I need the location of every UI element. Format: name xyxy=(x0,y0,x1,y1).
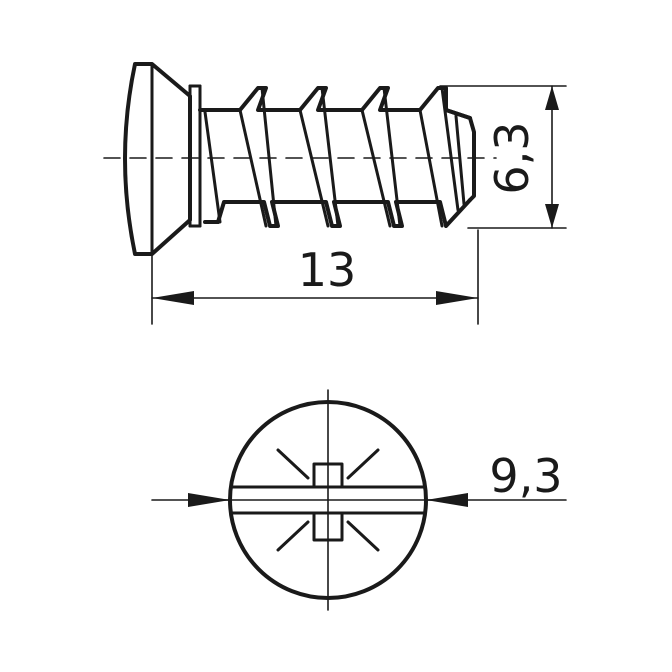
head-diameter-dimension: 9,3 xyxy=(151,449,567,507)
length-label: 13 xyxy=(298,243,357,297)
thread-diameter-label: 6,3 xyxy=(485,121,539,194)
screw-head-side xyxy=(123,62,202,256)
length-dimension: 13 xyxy=(151,229,479,325)
screw-thread xyxy=(198,86,476,228)
screw-side-view xyxy=(103,62,497,256)
thread-diameter-dimension: 6,3 xyxy=(439,85,567,229)
screw-head-top-view xyxy=(223,389,433,611)
head-diameter-label: 9,3 xyxy=(489,449,562,503)
